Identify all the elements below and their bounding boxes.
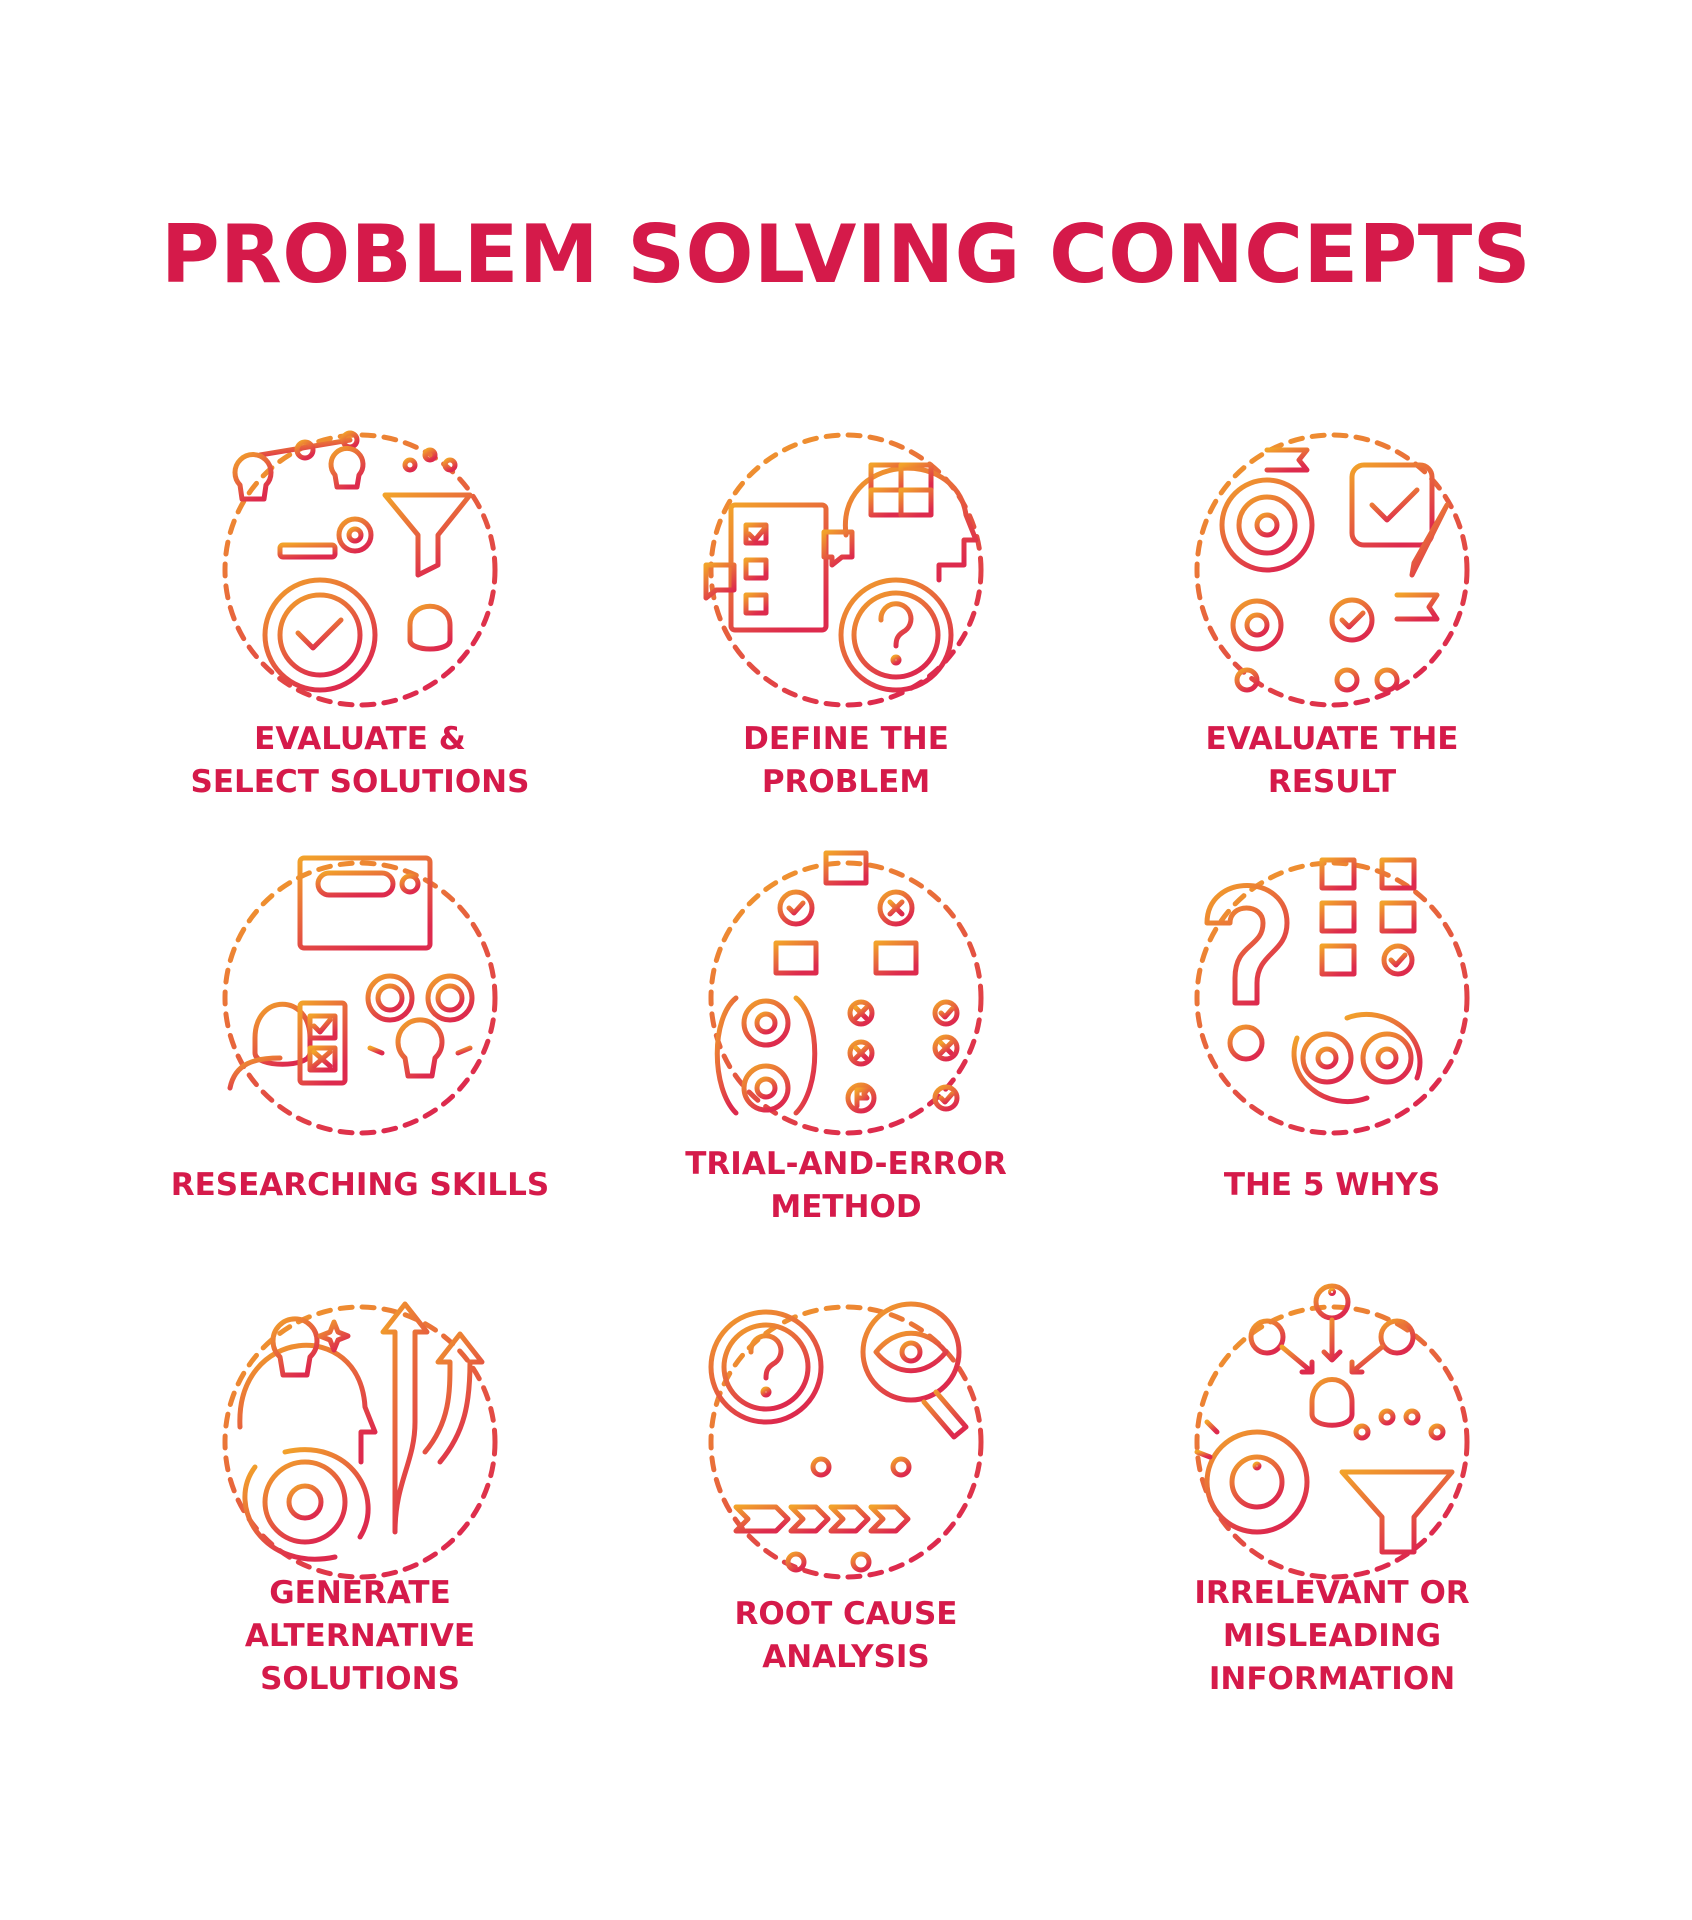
- label-irrelevant-information: IRRELEVANT OR MISLEADING INFORMATION: [1194, 1575, 1470, 1697]
- label-root-cause-analysis: ROOT CAUSE ANALYSIS: [734, 1596, 958, 1675]
- evaluate-result-icon: [1182, 420, 1482, 720]
- label-five-whys: THE 5 WHYS: [1223, 1167, 1441, 1203]
- researching-skills-icon: [210, 848, 510, 1148]
- label-trial-and-error: TRIAL-AND-ERROR METHOD: [685, 1146, 1007, 1225]
- generate-alternatives-icon: [210, 1292, 510, 1592]
- evaluate-select-solutions-icon: [210, 420, 510, 720]
- page-title: PROBLEM SOLVING CONCEPTS: [161, 208, 1531, 301]
- label-generate-alternatives: GENERATE ALTERNATIVE SOLUTIONS: [244, 1575, 476, 1697]
- irrelevant-information-icon: [1182, 1283, 1482, 1592]
- trial-and-error-icon: [696, 848, 996, 1148]
- label-evaluate-result: EVALUATE THE RESULT: [1205, 721, 1459, 800]
- define-problem-icon: [696, 420, 996, 720]
- label-define-problem: DEFINE THE PROBLEM: [743, 721, 949, 800]
- label-evaluate-select-solutions: EVALUATE & SELECT SOLUTIONS: [190, 721, 530, 800]
- five-whys-icon: [1182, 848, 1482, 1148]
- root-cause-analysis-icon: [696, 1292, 996, 1592]
- label-researching-skills: RESEARCHING SKILLS: [170, 1167, 550, 1203]
